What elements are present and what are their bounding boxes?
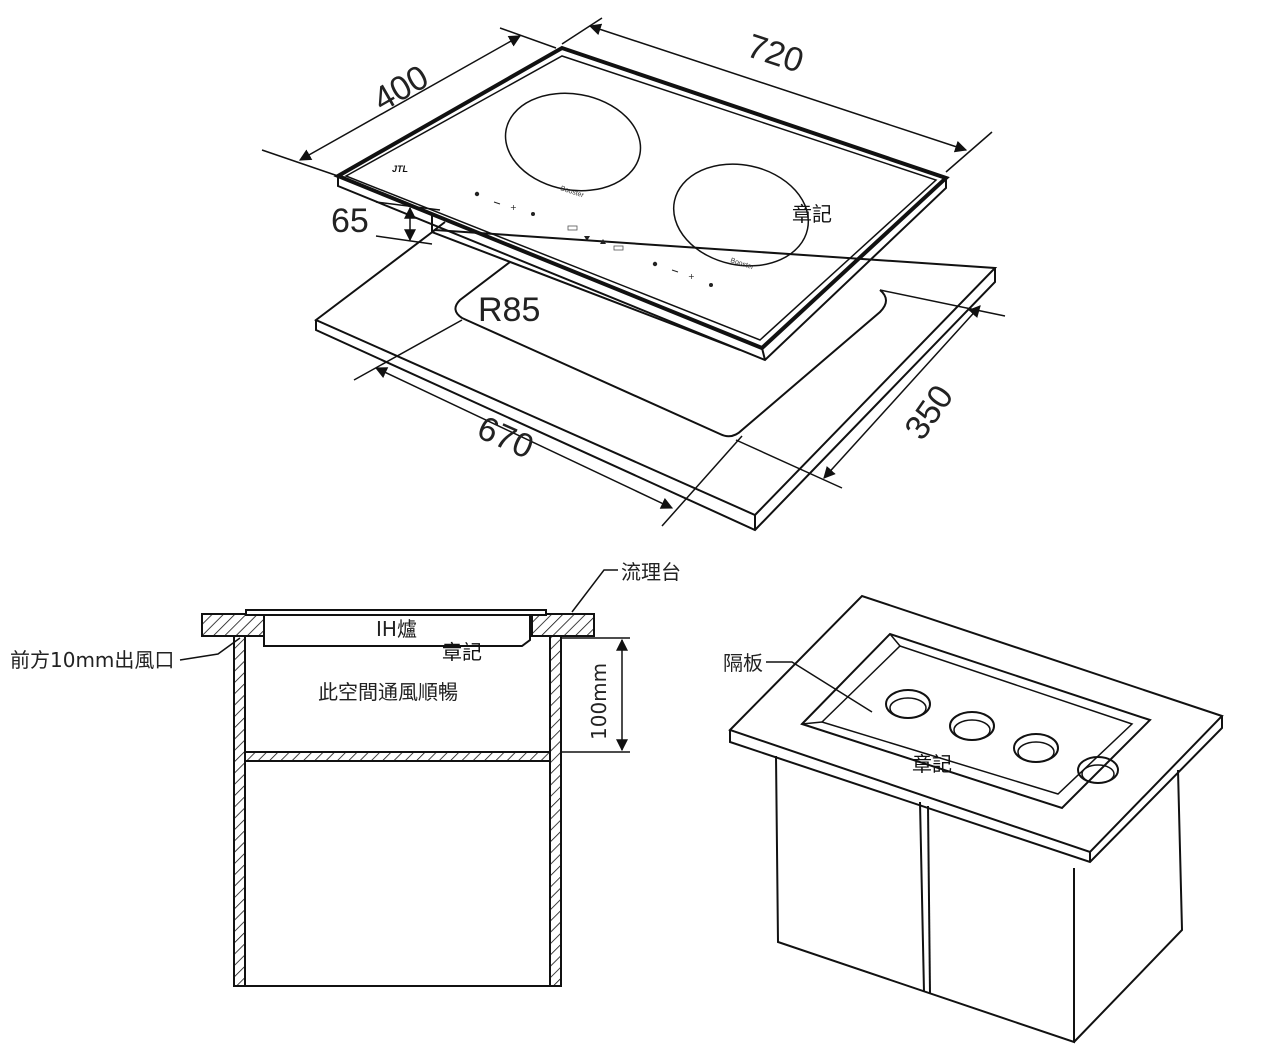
dim-720-label: 720 (742, 27, 808, 81)
dim-r85-label: R85 (478, 291, 540, 329)
dimension-400: 400 (261, 27, 557, 177)
hob-glass (333, 45, 950, 362)
svg-text:+: + (688, 272, 695, 281)
space-label: 此空間通風順暢 (318, 680, 458, 704)
dimension-65: 65 (331, 201, 441, 245)
countertop-label: 流理台 (621, 560, 681, 584)
burner-right (672, 163, 810, 267)
control-icons: + + (474, 191, 713, 287)
brand-logo: JTL (392, 164, 408, 174)
svg-text:+: + (510, 203, 517, 212)
dim-350-label: 350 (897, 378, 961, 446)
vent-holes (885, 689, 1119, 784)
countertop-left (201, 613, 265, 637)
cabinet-isometric: 隔板 章記 (723, 594, 1224, 1044)
ih-hob-label: IH爐 (376, 617, 417, 641)
hob-isometric: Booster Booster JTL + + 400 7 (261, 17, 1006, 532)
booster-label-right: Booster (729, 257, 755, 271)
watermark-1: 章記 (792, 202, 832, 226)
cabinet-section: IH爐 100mm 此空間通風順暢 流理台 前方10mm出風口 章記 (10, 560, 681, 987)
hob-body (263, 614, 531, 647)
booster-label-left: Booster (559, 185, 585, 199)
burner-left (504, 92, 642, 192)
watermark-3: 章記 (912, 752, 952, 776)
watermark-2: 章記 (442, 640, 482, 664)
vent-label: 前方10mm出風口 (10, 648, 174, 672)
dim-65-label: 65 (331, 202, 369, 240)
height-100mm-label: 100mm (587, 663, 611, 740)
partition-label: 隔板 (723, 651, 763, 675)
countertop-slab (314, 228, 998, 532)
dimension-720: 720 (561, 17, 993, 173)
cabinet-wall-right (549, 635, 562, 987)
dim-400-label: 400 (367, 58, 435, 119)
cabinet-wall-left (233, 635, 246, 987)
cutout-outline (454, 261, 887, 438)
shelf-divider (244, 751, 551, 762)
countertop-right (531, 613, 595, 637)
